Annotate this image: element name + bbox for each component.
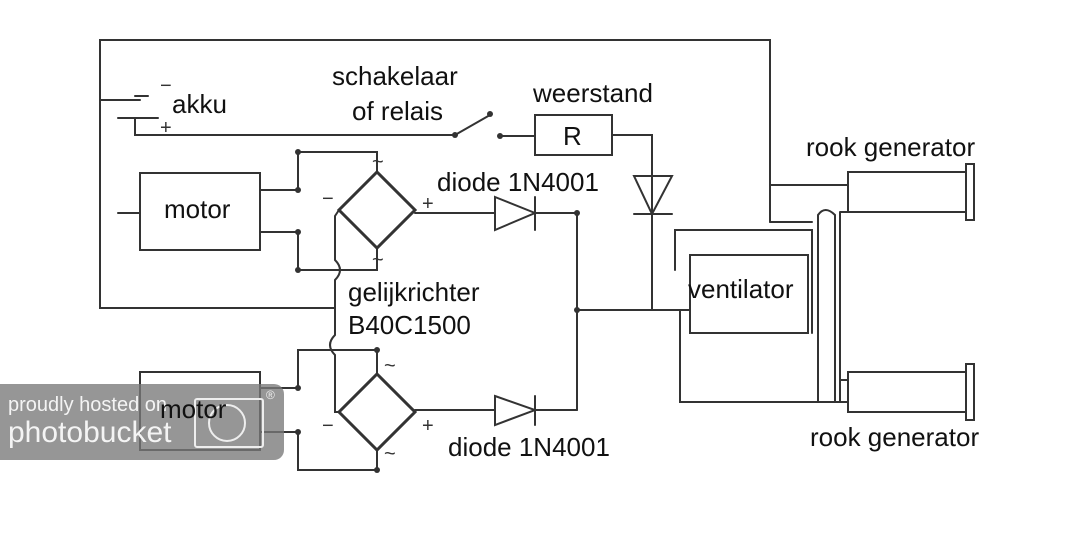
resistor-caption: weerstand [532, 78, 653, 108]
ventilator-housing [674, 229, 813, 334]
wire-to-smoke-bottom [679, 309, 849, 403]
wire-smoke-link [769, 209, 849, 403]
camera-icon [194, 398, 264, 448]
minus-symbol: − [322, 415, 334, 437]
switch-label-1: schakelaar [332, 61, 458, 91]
motor-top-label: motor [164, 194, 231, 224]
wire-resistor-diode [611, 134, 653, 311]
ac-symbol: ~ [384, 355, 396, 377]
smoke-top-label: rook generator [806, 132, 975, 162]
smoke-generator-bottom [847, 363, 975, 421]
plus-symbol: + [422, 415, 434, 437]
watermark-line2: photobucket [8, 416, 172, 449]
rectifier-bottom [336, 371, 418, 453]
ac-symbol: ~ [384, 443, 396, 465]
switch-label-2: of relais [352, 96, 443, 126]
rectifier-top [336, 169, 418, 251]
diode-top [494, 195, 538, 232]
ventilator [689, 254, 809, 334]
ac-symbol: ~ [372, 249, 384, 271]
plus-symbol: + [422, 193, 434, 215]
battery-plus: + [160, 117, 172, 139]
ventilator-label: ventilator [688, 274, 794, 304]
smoke-bottom-label: rook generator [810, 422, 979, 452]
wire-motor2 [259, 349, 378, 471]
registered-mark: ® [266, 388, 275, 402]
battery-label: akku [172, 89, 227, 119]
battery-minus: − [160, 75, 172, 97]
diode-top-label: diode 1N4001 [437, 167, 599, 197]
switch-symbol [452, 111, 536, 139]
rectifier-label-1: gelijkrichter [348, 277, 480, 307]
motor-bottom-label: motor [160, 394, 227, 424]
rectifier-label-2: B40C1500 [348, 310, 471, 340]
minus-symbol: − [322, 188, 334, 210]
battery-symbol: − + [99, 75, 456, 139]
smoke-generator-top [847, 163, 975, 221]
photobucket-watermark: proudly hosted on photobucket ® [0, 384, 284, 460]
diode-vertical [632, 175, 674, 217]
resistor-symbol: R [563, 121, 582, 151]
watermark-line1: proudly hosted on [8, 394, 168, 416]
ac-symbol: ~ [372, 151, 384, 173]
diode-bottom [494, 394, 538, 427]
wire-outer-loop [99, 39, 771, 309]
diode-bottom-label: diode 1N4001 [448, 432, 610, 462]
motor-top [139, 172, 261, 251]
